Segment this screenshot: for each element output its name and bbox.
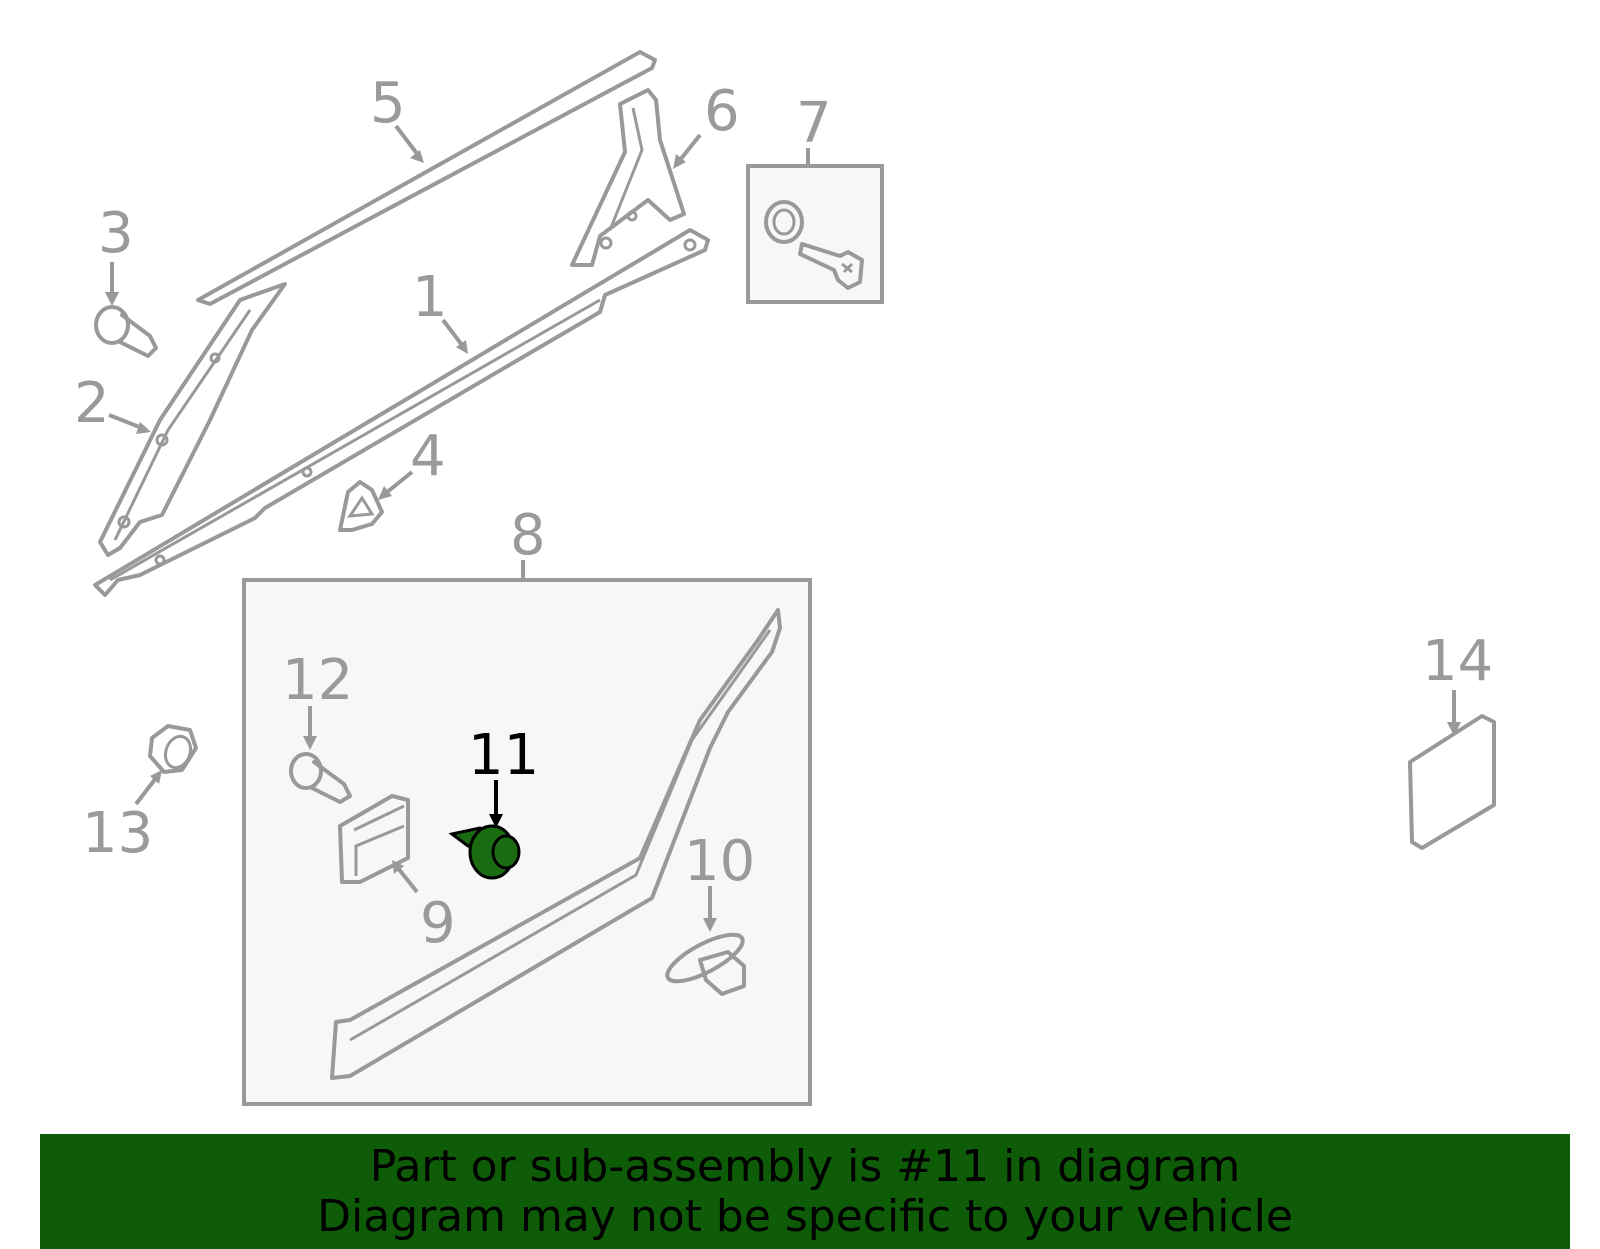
part-5-drawing — [196, 50, 657, 306]
part-8-box — [242, 578, 812, 1106]
part-14-cap — [1408, 714, 1496, 850]
callout-5: 5 — [370, 71, 406, 136]
callout-11: 11 — [468, 723, 539, 788]
info-banner: Part or sub-assembly is #11 in diagram D… — [40, 1134, 1570, 1249]
part-9-block — [338, 794, 410, 884]
callout-9: 9 — [420, 891, 456, 956]
part-4-clip — [338, 480, 384, 532]
callout-3: 3 — [98, 201, 134, 266]
banner-line-disclaimer: Diagram may not be specific to your vehi… — [317, 1190, 1293, 1242]
callout-1: 1 — [412, 265, 448, 330]
part-7-box — [746, 164, 884, 304]
part-6-drawing — [570, 88, 686, 267]
part-8-moulding — [330, 608, 782, 1080]
part-11-clip-highlighted — [448, 824, 521, 880]
part-3-bolt — [94, 305, 158, 358]
part-1-drawing — [93, 228, 710, 597]
callout-10: 10 — [684, 829, 755, 894]
callout-12: 12 — [282, 648, 353, 713]
callout-8: 8 — [510, 503, 546, 568]
part-12-bolt — [289, 752, 352, 804]
part-2-drawing — [98, 282, 287, 557]
callout-14: 14 — [1422, 629, 1493, 694]
part-10-clip — [665, 932, 746, 996]
banner-line-part: Part or sub-assembly is #11 in diagram — [369, 1140, 1241, 1192]
part-13-nut — [148, 724, 198, 774]
callout-6: 6 — [704, 79, 740, 144]
callout-7: 7 — [796, 91, 832, 156]
callout-13: 13 — [82, 801, 153, 866]
callout-4: 4 — [410, 424, 446, 489]
callout-2: 2 — [74, 371, 110, 436]
callout-arrows — [105, 124, 1461, 932]
